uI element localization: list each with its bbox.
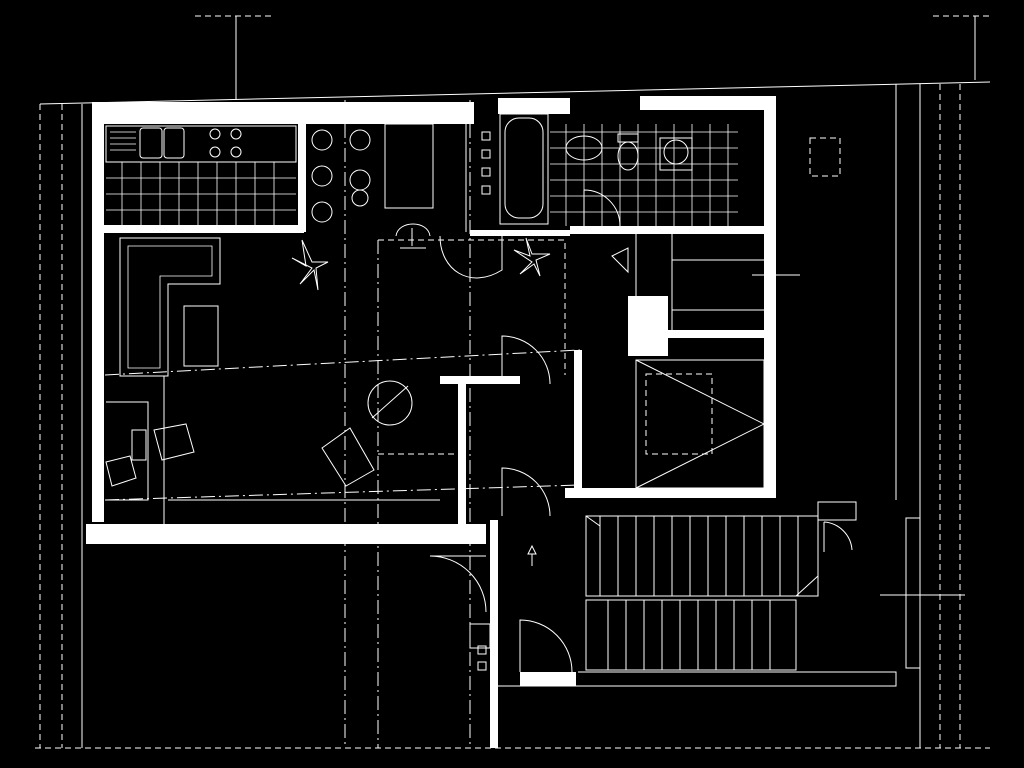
living-room	[105, 237, 566, 524]
walls	[86, 96, 776, 748]
bathroom	[499, 113, 738, 227]
plant-symbol-1	[291, 239, 329, 291]
entry-and-doors	[429, 335, 853, 673]
plant-symbol-2	[513, 237, 551, 277]
bathroom-floor-tiles	[550, 124, 738, 226]
kitchen-floor-tiles	[106, 161, 296, 225]
staircase	[498, 501, 921, 687]
bedroom	[611, 137, 841, 489]
reference-lines	[35, 15, 991, 749]
dining-area	[311, 120, 503, 279]
kitchen	[105, 125, 297, 225]
